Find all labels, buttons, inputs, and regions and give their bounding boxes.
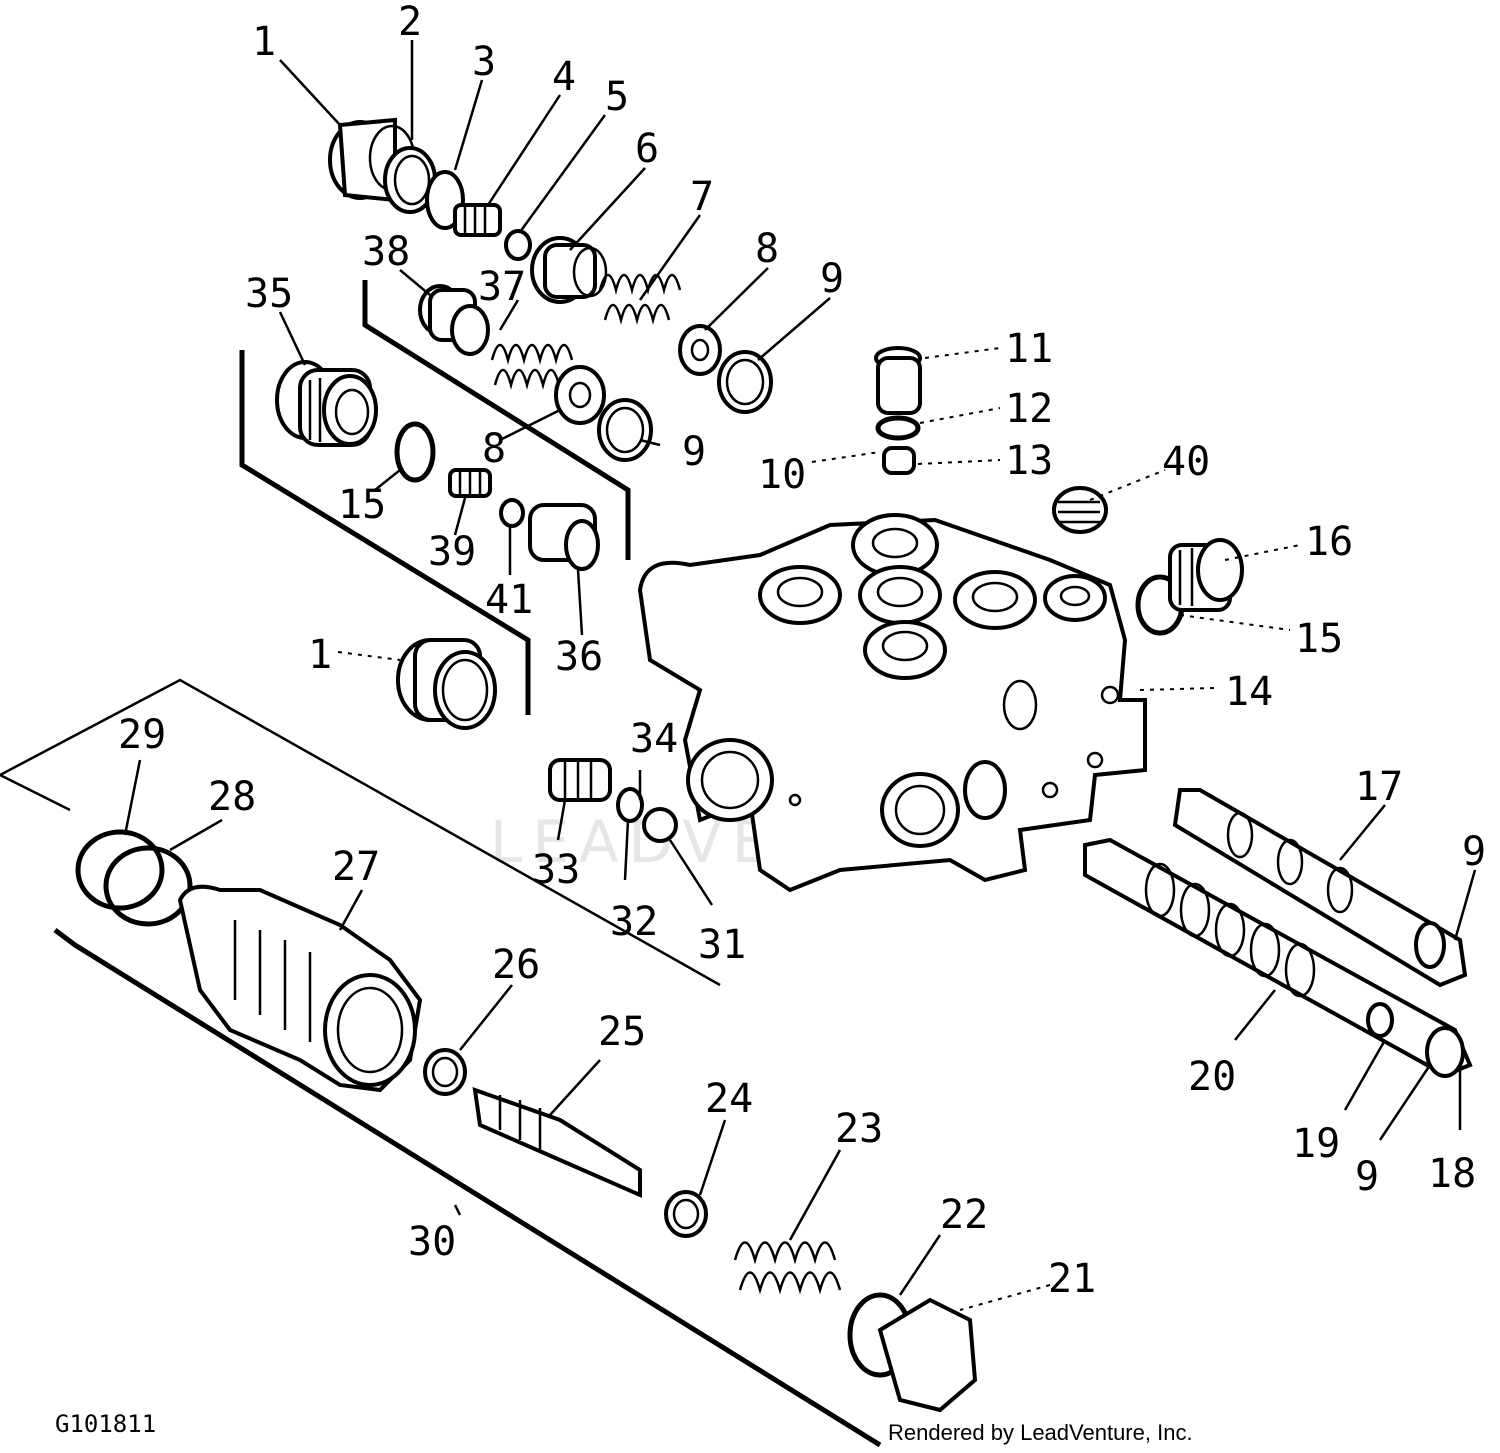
callout-38: 38 — [362, 229, 410, 275]
callout-8-top: 8 — [755, 226, 779, 272]
check-valve-parts — [548, 758, 678, 843]
callout-7: 7 — [690, 174, 714, 220]
figure-id: G101811 — [55, 1410, 156, 1438]
callout-4: 4 — [552, 54, 576, 100]
valve-body — [637, 513, 1147, 893]
callout-3: 3 — [472, 39, 496, 85]
callout-1-lower: 1 — [308, 632, 332, 678]
callout-32: 32 — [610, 899, 658, 945]
callout-labels: 1 2 3 4 5 6 7 8 9 38 37 35 15 39 41 36 8… — [118, 0, 1486, 1302]
callout-12: 12 — [1005, 386, 1053, 432]
callout-20: 20 — [1188, 1054, 1236, 1100]
callout-13: 13 — [1005, 438, 1053, 484]
callout-17: 17 — [1355, 764, 1403, 810]
callout-30: 30 — [408, 1219, 456, 1265]
callout-16: 16 — [1305, 519, 1353, 565]
callout-2: 2 — [398, 0, 422, 45]
callout-35: 35 — [245, 271, 293, 317]
spools — [1083, 788, 1473, 1078]
callout-41: 41 — [485, 577, 533, 623]
callout-23: 23 — [835, 1106, 883, 1152]
callout-11: 11 — [1005, 326, 1053, 372]
callout-15-right: 15 — [1295, 616, 1343, 662]
callout-22: 22 — [940, 1192, 988, 1238]
callout-1-top: 1 — [252, 19, 276, 65]
callout-39: 39 — [428, 529, 476, 575]
callout-40: 40 — [1162, 439, 1210, 485]
callout-25: 25 — [598, 1009, 646, 1055]
callout-5: 5 — [605, 74, 629, 120]
callout-33: 33 — [532, 847, 580, 893]
lower-relief-assembly — [0, 678, 978, 1448]
callout-24: 24 — [705, 1076, 753, 1122]
callout-14: 14 — [1225, 669, 1273, 715]
callout-8-mid: 8 — [482, 426, 506, 472]
callout-21: 21 — [1048, 1256, 1096, 1302]
callout-15-left: 15 — [338, 482, 386, 528]
callout-6: 6 — [635, 126, 659, 172]
callout-9-mid: 9 — [682, 429, 706, 475]
callout-34: 34 — [630, 716, 678, 762]
callout-9-right: 9 — [1462, 829, 1486, 875]
callout-37: 37 — [478, 264, 526, 310]
callout-10: 10 — [758, 452, 806, 498]
callout-36: 36 — [555, 634, 603, 680]
middle-spool-assembly — [239, 280, 653, 730]
callout-9-bottom: 9 — [1355, 1154, 1379, 1200]
render-credit: Rendered by LeadVenture, Inc. — [888, 1420, 1193, 1445]
callout-26: 26 — [492, 942, 540, 988]
leader-lines — [123, 40, 1477, 1311]
callout-27: 27 — [332, 844, 380, 890]
callout-31: 31 — [698, 922, 746, 968]
callout-9-top: 9 — [820, 256, 844, 302]
callout-19: 19 — [1292, 1121, 1340, 1167]
callout-28: 28 — [208, 774, 256, 820]
callout-18: 18 — [1428, 1151, 1476, 1197]
callout-29: 29 — [118, 712, 166, 758]
top-spool-assembly — [328, 117, 773, 414]
